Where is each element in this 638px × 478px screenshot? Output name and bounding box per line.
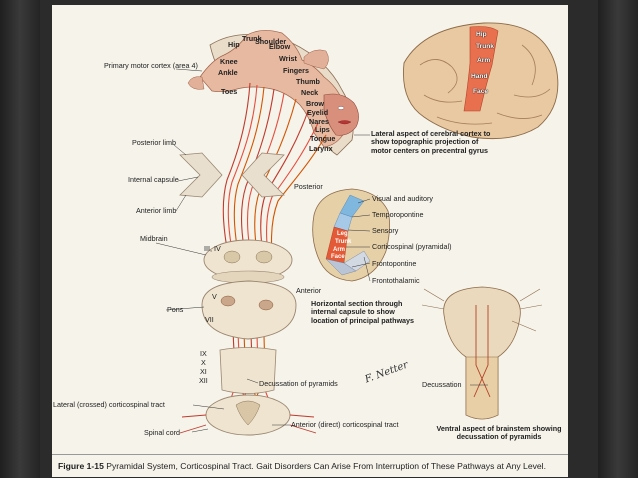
pathway-frontopontine: Frontopontine xyxy=(372,259,417,268)
homunculus-nares: Nares xyxy=(309,117,329,126)
homunculus-foot xyxy=(187,76,205,90)
cortex-map-hip: Hip xyxy=(476,31,487,38)
figure-number: Figure 1-15 xyxy=(58,461,104,471)
cortex-map-trunk: Trunk xyxy=(476,43,494,50)
anterior-limb-label: Anterior limb xyxy=(136,206,177,215)
homunculus-fingers: Fingers xyxy=(283,66,309,75)
homunculus-eye xyxy=(337,106,345,110)
pons-label: Pons xyxy=(167,305,184,314)
figure-page: Primary motor cortex (area 4) Posterior … xyxy=(52,5,568,477)
internal-capsule-shape xyxy=(179,152,223,198)
section-anterior-label: Anterior xyxy=(296,286,322,295)
precentral-gyrus-map xyxy=(463,26,499,112)
homunculus-lips: Lips xyxy=(315,125,330,134)
pons-section xyxy=(201,280,297,340)
anterior-tract-label: Anterior (direct) corticospinal tract xyxy=(291,420,399,429)
lateral-tract-label: Lateral (crossed) corticospinal tract xyxy=(53,400,165,409)
right-stripe-decoration xyxy=(598,0,638,478)
homunculus-elbow: Elbow xyxy=(269,42,291,51)
section-trunk: Trunk xyxy=(335,239,352,245)
homunculus-tongue: Tongue xyxy=(310,134,336,143)
homunculus-face xyxy=(323,93,359,136)
homunculus-lips xyxy=(337,120,352,125)
midbrain-nerves-label: III, IV xyxy=(204,244,221,253)
spinal-cord-label: Spinal cord xyxy=(144,428,180,437)
nerve-xi: XI xyxy=(200,367,207,376)
decussation-of-pyramids-label: Decussation of pyramids xyxy=(259,379,338,388)
section-face: Face xyxy=(331,254,345,260)
figure-caption: Figure 1-15 Pyramidal System, Corticospi… xyxy=(52,454,568,477)
cortex-caption: Lateral aspect of cerebral cortex to sho… xyxy=(371,129,491,155)
midbrain-label: Midbrain xyxy=(140,234,168,243)
pathway-corticospinal: Corticospinal (pyramidal) xyxy=(372,242,452,251)
homunculus-larynx: Larynx xyxy=(309,144,333,153)
pons-nerve-vii: VII xyxy=(205,315,214,324)
pathway-temporopontine: Temporopontine xyxy=(372,210,424,219)
homunculus-eyelid: Eyelid xyxy=(307,108,329,117)
homunculus-hand xyxy=(303,49,329,70)
ventral-brainstem xyxy=(443,286,521,420)
nerve-xii: XII xyxy=(199,376,208,385)
posterior-limb-label: Posterior limb xyxy=(132,138,176,147)
internal-capsule-label: Internal capsule xyxy=(128,175,179,184)
illustration xyxy=(155,22,559,436)
cortex-map-hand: Hand xyxy=(471,73,488,80)
nerve-ix: IX xyxy=(200,349,207,358)
pons-nerve-v: V xyxy=(212,292,217,301)
cortex-map-face: Face xyxy=(473,88,489,95)
section-caption: Horizontal section through internal caps… xyxy=(311,299,415,325)
decussation-label: Decussation xyxy=(422,380,462,389)
pathway-frontothalamic: Frontothalamic xyxy=(372,276,420,285)
primary-motor-cortex-label: Primary motor cortex (area 4) xyxy=(104,61,198,70)
section-arm: Arm xyxy=(333,247,346,253)
cortex-map-arm: Arm xyxy=(477,57,491,64)
brainstem-caption: Ventral aspect of brainstem showing decu… xyxy=(436,424,562,442)
homunculus-shoulder: Shoulder xyxy=(255,37,287,46)
pathway-sensory: Sensory xyxy=(372,226,399,235)
pathway-visual-auditory: Visual and auditory xyxy=(372,194,434,203)
medulla-section xyxy=(219,347,277,394)
homunculus-wrist: Wrist xyxy=(279,54,297,63)
nerve-x: X xyxy=(201,358,206,367)
homunculus-thumb: Thumb xyxy=(296,77,320,86)
homunculus-ankle: Ankle xyxy=(218,68,238,77)
left-stripe-decoration xyxy=(0,0,40,478)
homunculus-knee: Knee xyxy=(220,57,238,66)
homunculus-brow: Brow xyxy=(306,99,324,108)
figure-caption-text: Pyramidal System, Corticospinal Tract. G… xyxy=(106,461,546,471)
section-leg: Leg xyxy=(337,231,348,237)
homunculus-neck: Neck xyxy=(301,88,319,97)
homunculus-trunk: Trunk xyxy=(242,34,262,43)
section-posterior-label: Posterior xyxy=(294,182,323,191)
homunculus-hip: Hip xyxy=(228,40,240,49)
homunculus-toes: Toes xyxy=(221,87,238,96)
